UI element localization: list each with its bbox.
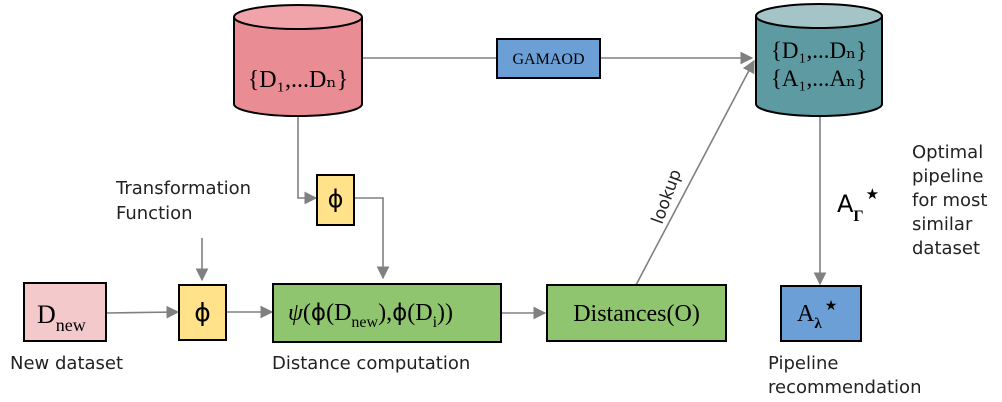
source-database-top bbox=[233, 4, 363, 30]
pipeline-recommendation-subscript: λ bbox=[814, 316, 822, 332]
pipeline-recommendation-box bbox=[780, 285, 862, 342]
source-database-text: {D₁,...Dₙ} bbox=[248, 67, 348, 93]
distance-function-middle: ), bbox=[378, 300, 392, 326]
distances-box bbox=[546, 284, 727, 342]
transformation-function-line-1: Transformation bbox=[115, 178, 251, 199]
optimal-pipeline-main: A bbox=[837, 190, 854, 218]
optimal-pipeline-line-4: similar bbox=[912, 214, 973, 235]
edge-source-db-to-phi-top bbox=[297, 116, 318, 205]
distance-function-phi-i: ϕ bbox=[392, 300, 407, 326]
distances-label: Distances(O) bbox=[573, 301, 700, 327]
phi-input-box bbox=[178, 284, 227, 341]
knowledge-database-body bbox=[755, 16, 883, 117]
transformation-function-label: Transformation Function bbox=[115, 178, 251, 224]
distance-function-node: ψ(ϕ(Dnew),ϕ(Di)) Distance computation bbox=[272, 283, 502, 374]
distance-function-sub-i: i bbox=[433, 314, 438, 331]
knowledge-database-pipelines: {A₁,...Aₙ} bbox=[771, 66, 867, 91]
gamaod-node: GAMAOD bbox=[496, 38, 601, 79]
new-dataset-box bbox=[23, 282, 107, 342]
knowledge-database-datasets: {D₁,...Dₙ} bbox=[771, 38, 867, 63]
new-dataset-main: D bbox=[37, 300, 56, 329]
pipeline-recommendation-star: ★ bbox=[825, 299, 838, 314]
new-dataset-node: Dnew New dataset bbox=[10, 282, 123, 374]
phi-top-box bbox=[316, 174, 355, 226]
optimal-pipeline-subscript: Γ bbox=[853, 208, 863, 225]
phi-top-node: ϕ bbox=[316, 174, 355, 226]
pipeline-recommendation-caption-1: Pipeline bbox=[768, 353, 838, 374]
source-database-body bbox=[233, 17, 363, 117]
phi-input-node: ϕ bbox=[178, 284, 227, 341]
distance-function-d-new: (D bbox=[326, 300, 351, 326]
transformation-function-line-2: Function bbox=[116, 203, 193, 224]
source-database: {D₁,...Dₙ} bbox=[233, 4, 363, 117]
distance-function-sub-new: new bbox=[351, 314, 378, 331]
gamaod-box bbox=[496, 38, 601, 79]
phi-input-symbol: ϕ bbox=[194, 298, 211, 327]
distance-function-phi-new: ϕ bbox=[311, 300, 326, 326]
distances-node: Distances(O) bbox=[546, 284, 727, 342]
new-dataset-symbol: Dnew bbox=[37, 300, 86, 335]
distance-function-close: )) bbox=[437, 300, 453, 326]
gamaod-label: GAMAOD bbox=[513, 51, 585, 68]
distance-function-box bbox=[272, 283, 502, 343]
optimal-pipeline-line-1: Optimal bbox=[912, 142, 983, 163]
distance-function-expression: ψ(ϕ(Dnew),ϕ(Di)) bbox=[288, 300, 453, 331]
knowledge-database: {D₁,...Dₙ} {A₁,...Aₙ} bbox=[755, 3, 883, 117]
edge-phi-top-to-distance-function bbox=[354, 197, 390, 280]
distance-function-psi: ψ bbox=[288, 300, 304, 326]
distance-function-open: ( bbox=[303, 300, 311, 326]
optimal-pipeline-line-2: pipeline bbox=[912, 166, 983, 187]
distance-function-d-i: (D bbox=[407, 300, 432, 326]
optimal-pipeline-line-3: for most bbox=[912, 190, 987, 211]
new-dataset-caption: New dataset bbox=[10, 353, 123, 374]
distance-computation-caption: Distance computation bbox=[272, 353, 470, 374]
pipeline-recommendation-node: Aλ★ Pipeline recommendation bbox=[768, 285, 921, 398]
pipeline-recommendation-main: A bbox=[797, 301, 815, 327]
pipeline-recommendation-symbol: Aλ★ bbox=[797, 299, 837, 332]
edge-new-dataset-to-phi bbox=[106, 305, 180, 319]
optimal-pipeline-star: ★ bbox=[866, 185, 879, 203]
knowledge-database-top bbox=[755, 3, 883, 29]
pipeline-recommendation-caption-2: recommendation bbox=[768, 377, 921, 398]
edge-lookup bbox=[635, 59, 755, 286]
new-dataset-subscript: new bbox=[56, 315, 86, 335]
optimal-pipeline-label: Optimal pipeline for most similar datase… bbox=[912, 142, 987, 259]
phi-top-symbol: ϕ bbox=[328, 185, 344, 213]
lookup-label: lookup bbox=[648, 167, 686, 227]
optimal-pipeline-symbol: AΓ★ bbox=[837, 185, 879, 225]
optimal-pipeline-line-5: dataset bbox=[912, 238, 980, 259]
